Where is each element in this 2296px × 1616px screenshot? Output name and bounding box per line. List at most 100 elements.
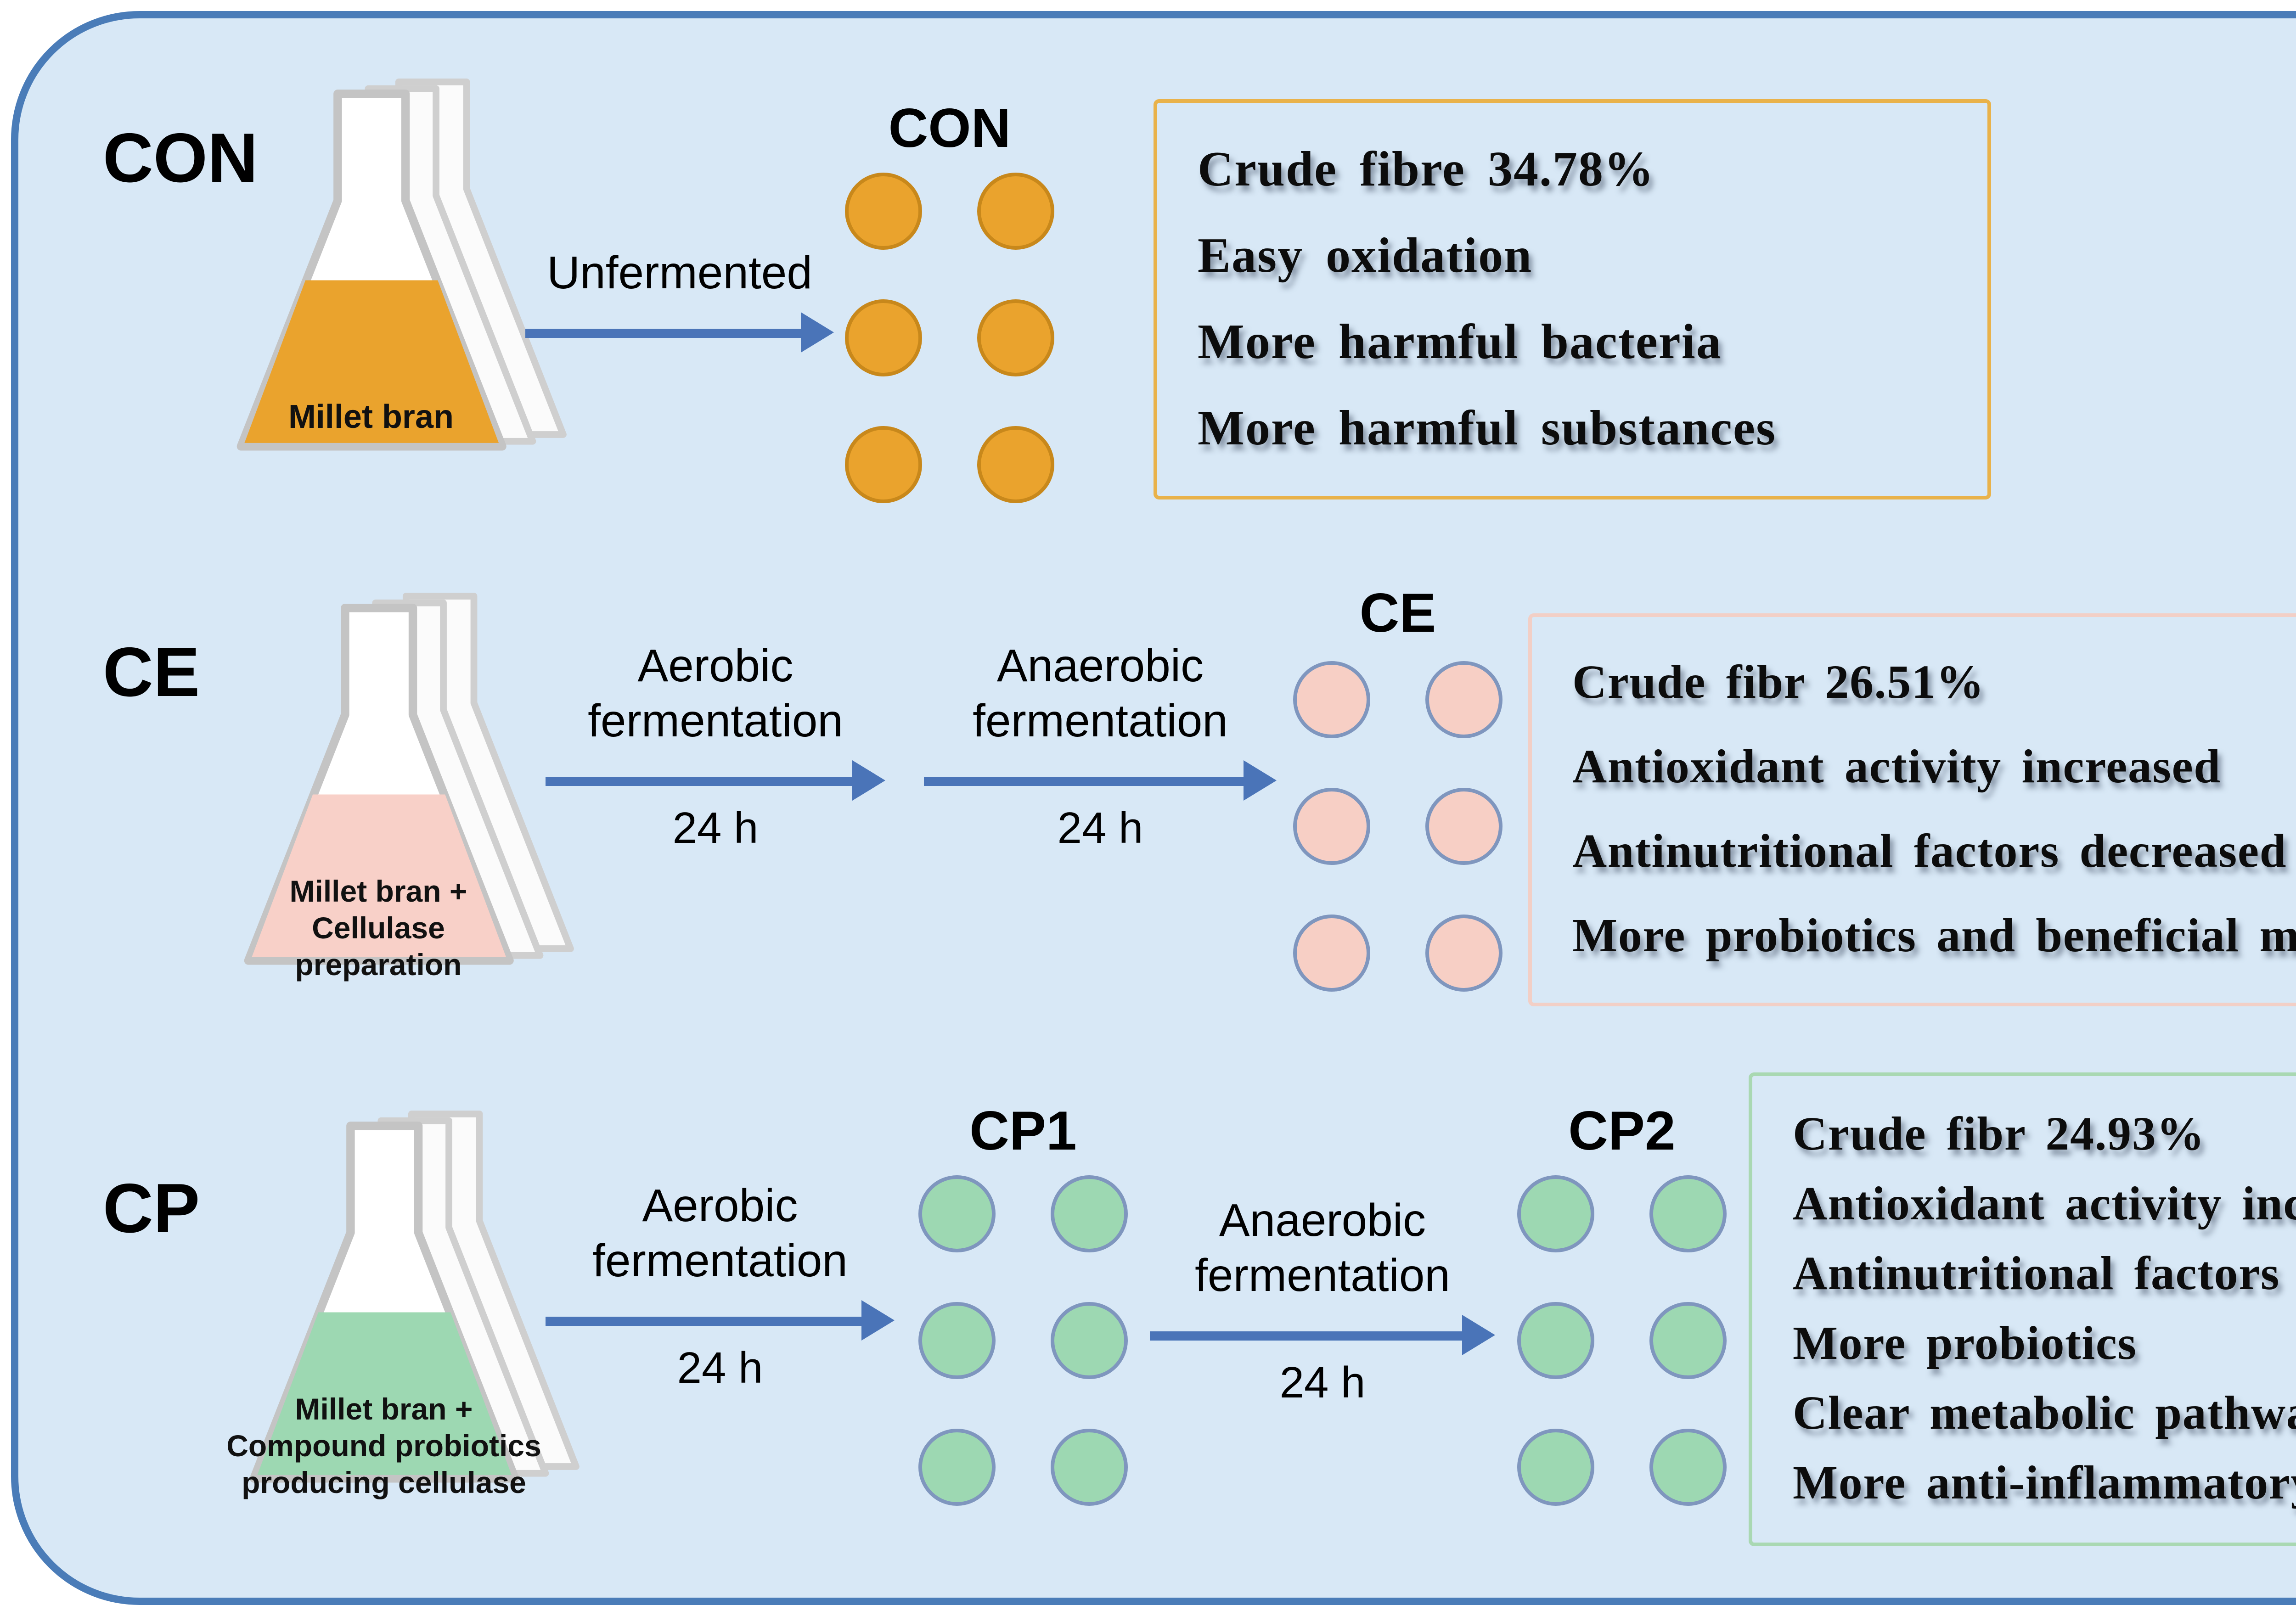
info-line: More probiotics and beneficial metabolit… [1572,909,2296,962]
flask-label-line: Millet bran [288,398,454,435]
flask-label-line: preparation [295,949,462,982]
arrow-right-icon [1150,1315,1495,1355]
sample-dot [1051,1175,1128,1252]
arrow-label: fermentation [973,696,1228,747]
group-label-cp: CP [103,1172,200,1249]
arrow-head [1462,1315,1495,1355]
flask-cp: Millet bran + Compound probiotics produc… [193,1105,634,1532]
dots-title-cp2: CP2 [1568,1102,1676,1162]
info-line: Antioxidant activity increased [1572,740,2221,793]
arrow-shaft [546,776,852,785]
flask-icon [236,79,567,451]
arrow-shaft [546,1316,861,1325]
sample-dot [1517,1175,1594,1252]
arrow-shaft [525,328,801,337]
dot-grid-ce [1293,661,1503,992]
sample-dot [1293,788,1370,865]
info-line: Crude fibr 26.51% [1572,656,1985,709]
sample-dot [1293,915,1370,992]
arrow-anaerobic-cp: Anaerobic fermentation 24 h [1150,1194,1495,1410]
flask-liquid [252,794,506,957]
arrow-label: fermentation [1195,1251,1450,1302]
dots-title-cp1: CP1 [969,1102,1077,1162]
sample-dot [1293,661,1370,738]
info-line: Antinutritional factors decreased [1572,825,2287,878]
arrow-duration: 24 h [672,804,759,854]
sample-dot [977,426,1054,503]
sample-dot [845,426,922,503]
flask-label-line: producing cellulase [242,1467,526,1500]
sample-dot [1517,1429,1594,1506]
flask-label-line: Millet bran + [289,876,467,909]
dot-grid-cp2 [1517,1175,1727,1506]
arrow-aerobic-cp: Aerobic fermentation 24 h [546,1179,895,1396]
dots-title-con: CON [888,99,1011,160]
info-line: Antinutritional factors decreased [1793,1247,2296,1300]
sample-dot [1425,661,1503,738]
flask-ce: Millet bran + Cellulase preparation [187,588,628,1014]
arrow-shaft [924,776,1244,785]
arrow-head [861,1300,895,1341]
info-line: Easy oxidation [1198,228,1533,283]
flask-icon [244,593,574,965]
arrow-duration: 24 h [1279,1359,1366,1408]
info-line: Antioxidant activity increased [1793,1177,2296,1230]
sample-dot [977,173,1054,250]
arrow-anaerobic-ce: Anaerobic fermentation 24 h [924,639,1277,856]
info-line: More anti-inflammatory metabolites [1793,1456,2296,1509]
sample-dot [1051,1429,1128,1506]
arrow-label: Anaerobic [996,641,1204,692]
sample-dot [845,173,922,250]
flask-label-line: Cellulase [312,913,445,946]
arrow-label: Anaerobic [1219,1195,1426,1247]
arrow-right-icon [546,1300,895,1341]
flask-con: Millet bran [180,73,621,499]
info-line: More probiotics [1793,1317,2137,1370]
arrow-head [852,760,885,801]
arrow-right-icon [525,312,834,353]
arrow-label: fermentation [588,696,843,747]
flask-label-line: Millet bran + [295,1394,473,1427]
flask-liquid [257,1312,512,1475]
sample-dot [1649,1429,1727,1506]
sample-dot [1425,788,1503,865]
info-line: Crude fibre 34.78% [1198,141,1654,196]
group-label-con: CON [103,121,258,198]
sample-dot [918,1302,996,1379]
sample-dot [1649,1302,1727,1379]
info-line: More harmful bacteria [1198,314,1722,369]
diagram-panel: CON Millet bran Unfermented CON Crude fi… [11,11,2296,1605]
dots-title-ce: CE [1359,584,1436,645]
arrow-duration: 24 h [677,1344,763,1394]
sample-dot [918,1429,996,1506]
sample-dot [977,299,1054,376]
dot-grid-cp1 [918,1175,1128,1506]
sample-dot [1649,1175,1727,1252]
flask-icon [249,1111,580,1483]
sample-dot [918,1175,996,1252]
sample-dot [1051,1302,1128,1379]
arrow-shaft [1150,1330,1462,1340]
flask-liquid [244,280,499,443]
dot-grid-con [845,173,1054,503]
flask-label-con: Millet bran [202,398,540,437]
arrow-unfermented: Unfermented [525,246,834,353]
info-line: More harmful substances [1198,400,1776,455]
info-box-con: Crude fibre 34.78% Easy oxidation More h… [1154,99,1991,499]
arrow-head [801,312,834,353]
sample-dot [1425,915,1503,992]
arrow-aerobic-ce: Aerobic fermentation 24 h [546,639,885,856]
info-box-cp: Crude fibr 24.93% Antioxidant activity i… [1749,1072,2296,1546]
info-box-ce: Crude fibr 26.51% Antioxidant activity i… [1528,613,2296,1006]
sample-dot [1517,1302,1594,1379]
group-label-ce: CE [103,635,200,713]
info-line: Crude fibr 24.93% [1793,1107,2205,1161]
arrow-duration: 24 h [1057,804,1143,854]
flask-label-cp: Millet bran + Compound probiotics produc… [215,1392,553,1502]
arrow-label: fermentation [592,1236,848,1287]
flask-label-line: Compound probiotics [226,1431,541,1464]
flask-label-ce: Millet bran + Cellulase preparation [209,874,547,984]
arrow-head [1244,760,1277,801]
arrow-label: Aerobic [642,1181,798,1232]
